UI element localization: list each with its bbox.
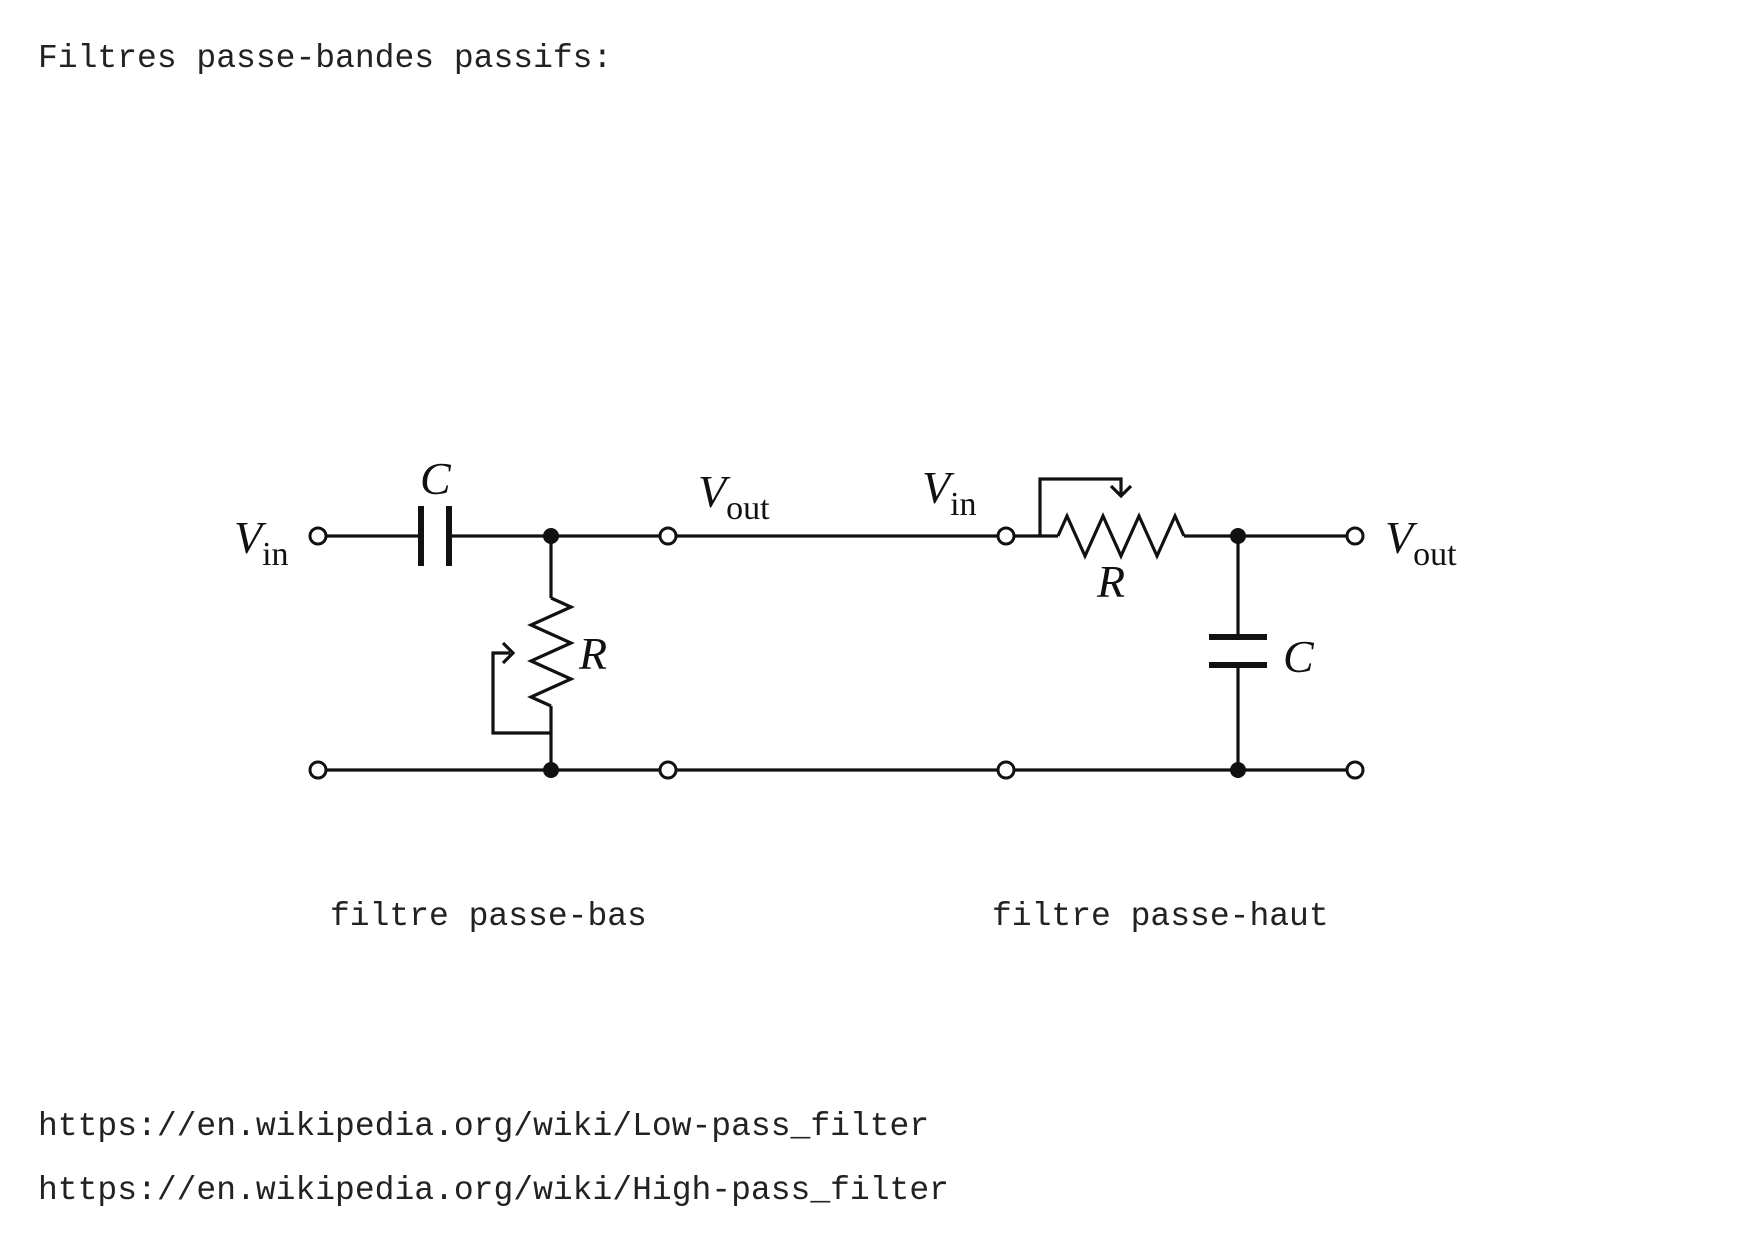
hp-junction-top [1230,528,1246,544]
hp-wiper-arrow [1109,484,1133,499]
lp-terminal-ground-in [308,760,328,780]
lp-output-label: Vout [698,466,770,527]
hp-capacitor-label: C [1283,631,1315,682]
lp-terminal-ground-out [658,760,678,780]
hp-resistor-label: R [1096,556,1125,607]
lp-caption: filtre passe-bas [330,898,647,935]
hp-input-label: Vin [922,462,977,523]
lp-junction-top [543,528,559,544]
source-link-low-pass: https://en.wikipedia.org/wiki/Low-pass_f… [38,1108,930,1145]
page-title: Filtres passe-bandes passifs: [38,40,613,77]
high-pass-filter: Vin Vout R C filtre passe-haut [922,462,1457,935]
hp-terminal-ground-out [1345,760,1365,780]
hp-terminal-ground-in [996,760,1016,780]
lp-wiper-arrow [501,641,516,665]
lp-terminal-input [308,526,328,546]
hp-junction-bottom [1230,762,1246,778]
hp-resistor-zigzag [1056,512,1186,560]
hp-output-label: Vout [1385,512,1457,573]
low-pass-filter: Vin Vout C R filtre passe-bas [234,453,770,935]
source-link-high-pass: https://en.wikipedia.org/wiki/High-pass_… [38,1172,949,1209]
lp-wiper-wire [491,651,551,735]
hp-wiper-wire [1038,477,1123,536]
hp-caption: filtre passe-haut [992,898,1329,935]
hp-terminal-input [996,526,1016,546]
lp-terminal-output [658,526,678,546]
lp-input-label: Vin [234,512,289,573]
hp-terminal-output [1345,526,1365,546]
lp-resistor-label: R [578,628,607,679]
lp-junction-bottom [543,762,559,778]
lp-capacitor-label: C [420,453,452,504]
lp-resistor-zigzag [527,596,575,708]
